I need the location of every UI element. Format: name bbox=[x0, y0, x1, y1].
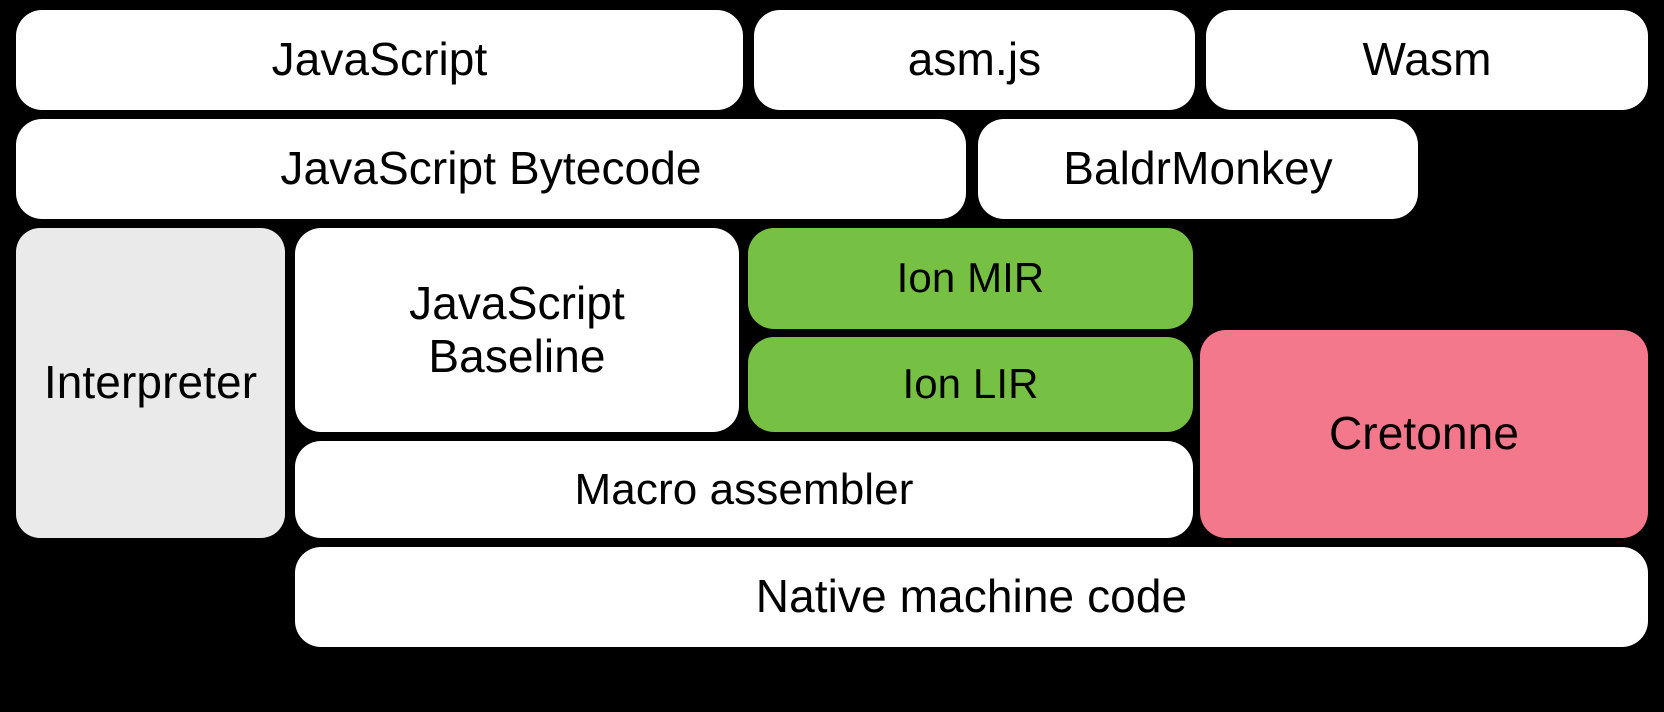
node-javascript-bytecode: JavaScript Bytecode bbox=[16, 119, 966, 219]
node-ion-mir: Ion MIR bbox=[748, 228, 1193, 329]
node-asm-js: asm.js bbox=[754, 10, 1195, 110]
node-baldrmonkey: BaldrMonkey bbox=[978, 119, 1418, 219]
node-native-machine-code: Native machine code bbox=[295, 547, 1648, 647]
node-ion-lir: Ion LIR bbox=[748, 337, 1193, 432]
node-macro-assembler: Macro assembler bbox=[295, 441, 1193, 538]
node-javascript: JavaScript bbox=[16, 10, 743, 110]
node-cretonne: Cretonne bbox=[1200, 330, 1648, 538]
node-wasm: Wasm bbox=[1206, 10, 1648, 110]
node-javascript-baseline: JavaScript Baseline bbox=[295, 228, 739, 432]
node-interpreter: Interpreter bbox=[16, 228, 285, 538]
